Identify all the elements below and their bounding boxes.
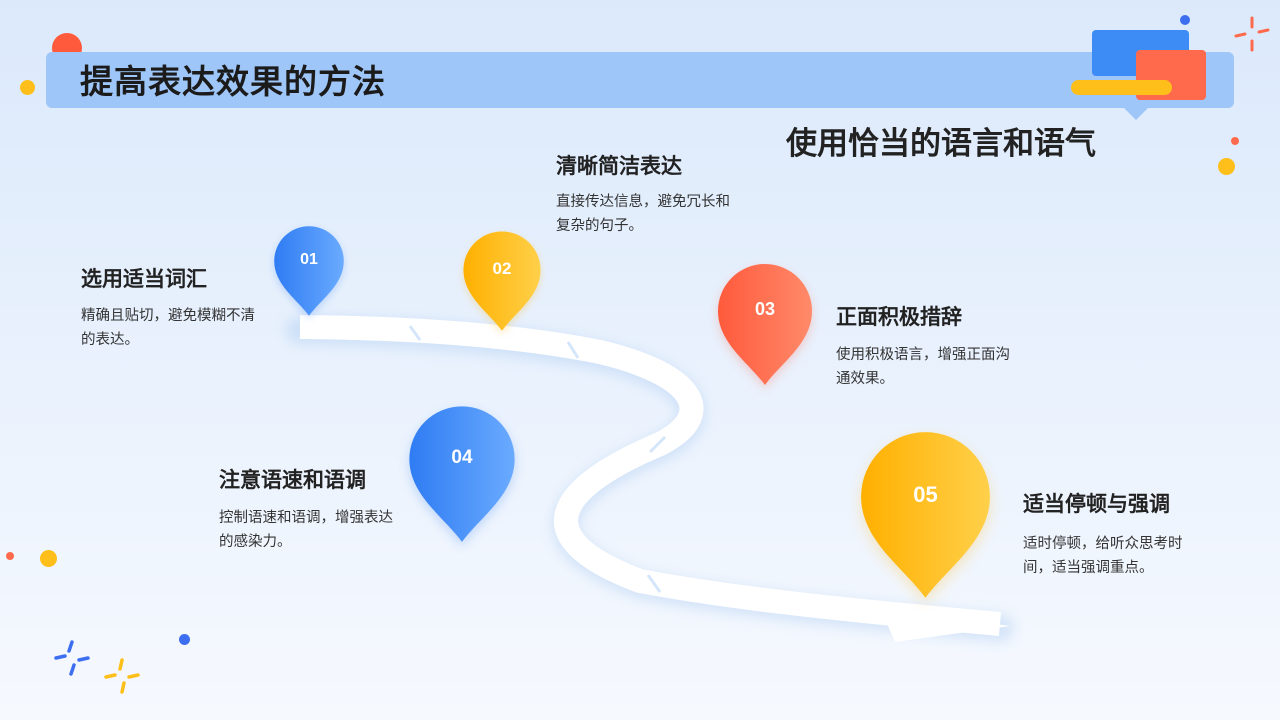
step-number: 04	[406, 447, 518, 469]
step-description: 适时停顿，给听众思考时间，适当强调重点。	[1023, 532, 1207, 580]
step-title: 适当停顿与强调	[1023, 489, 1170, 519]
step-number: 02	[461, 259, 543, 279]
step-title: 注意语速和语调	[219, 465, 366, 495]
map-pin-05: 05	[857, 428, 994, 598]
map-pin-02: 02	[461, 229, 543, 331]
step-number: 05	[857, 482, 994, 508]
step-title: 正面积极措辞	[836, 302, 962, 332]
step-number: 01	[272, 251, 346, 269]
step-description: 直接传达信息，避免冗长和复杂的句子。	[556, 190, 740, 238]
step-title: 清晰简洁表达	[556, 151, 682, 181]
step-description: 使用积极语言，增强正面沟通效果。	[836, 343, 1020, 391]
map-pin-04: 04	[406, 403, 518, 542]
step-title: 选用适当词汇	[81, 264, 207, 294]
step-description: 精确且贴切，避免模糊不清的表达。	[81, 304, 265, 352]
map-pin-03: 03	[715, 261, 815, 385]
step-description: 控制语速和语调，增强表达的感染力。	[219, 506, 403, 554]
map-pin-01: 01	[272, 224, 346, 316]
step-number: 03	[715, 299, 815, 320]
